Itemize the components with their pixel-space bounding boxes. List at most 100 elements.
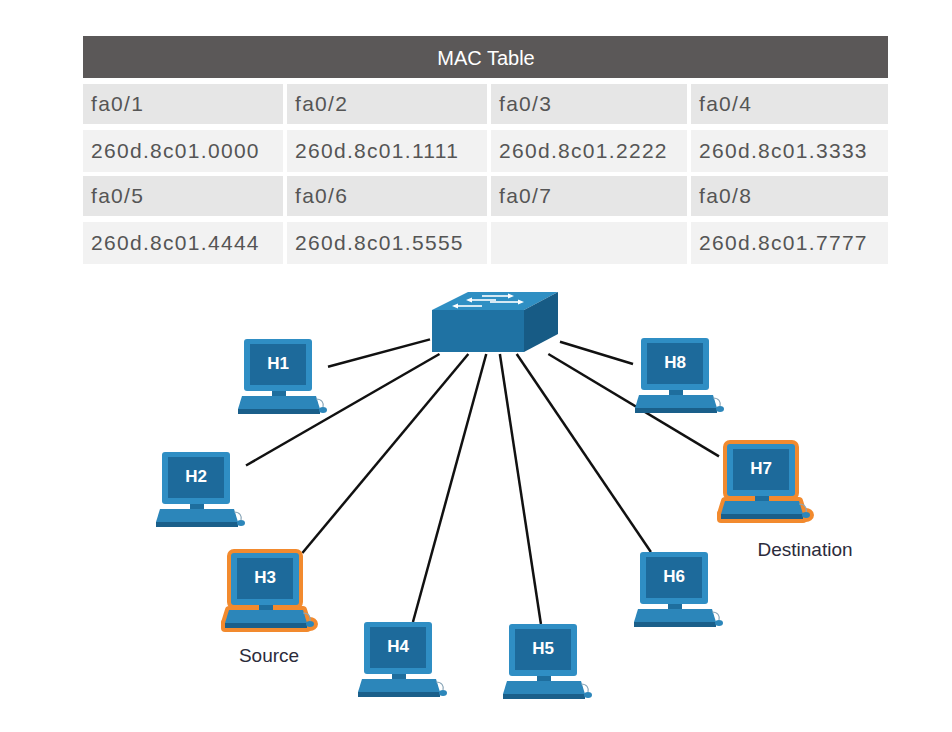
computer-symbol	[236, 339, 328, 419]
highlight-outline	[727, 444, 795, 496]
switch-arrow	[482, 295, 510, 297]
computer-screen	[733, 449, 789, 490]
computer-part	[156, 509, 238, 522]
computer-part	[584, 692, 592, 698]
highlight-outline	[721, 501, 803, 514]
computer-symbol	[719, 444, 811, 524]
table-cell	[691, 176, 888, 216]
computer-part	[641, 338, 709, 390]
computer-screen	[646, 557, 702, 598]
computer-part	[156, 522, 238, 527]
highlight-outline	[225, 610, 307, 623]
table-cell	[691, 84, 888, 124]
table-header	[83, 36, 888, 78]
table-cell-text: fa0/6	[295, 184, 348, 208]
computer-part	[503, 694, 585, 699]
table-cell-text: 260d.8c01.2222	[499, 139, 668, 163]
computer-part	[238, 409, 320, 414]
host-label: H5	[532, 639, 554, 659]
table-cell-text: fa0/3	[499, 92, 552, 116]
network-cable	[413, 354, 486, 622]
computer-screen	[250, 344, 306, 385]
computer-symbol	[154, 452, 246, 532]
switch-arrow	[490, 301, 520, 303]
computer-part	[635, 408, 717, 413]
switch-side	[524, 292, 558, 352]
mouse-cable	[799, 504, 806, 512]
computer-symbol	[632, 552, 724, 632]
computer-part	[231, 553, 299, 605]
switch-symbol	[430, 290, 560, 354]
computer-part	[319, 407, 327, 413]
computer-part	[238, 396, 320, 409]
computer-node: H8	[633, 338, 725, 418]
computer-node: H6	[632, 552, 724, 632]
computer-screen	[370, 627, 426, 668]
computer-node: H4	[356, 622, 448, 702]
mouse-cable	[234, 512, 241, 520]
table-cell-text: 260d.8c01.0000	[91, 139, 260, 163]
table-cell-text: fa0/4	[699, 92, 752, 116]
switch-arrow-head	[452, 304, 458, 309]
network-cable	[560, 342, 633, 364]
host-label: H4	[387, 637, 409, 657]
computer-part	[634, 609, 716, 622]
network-cable	[500, 354, 541, 624]
computer-part	[640, 552, 708, 604]
highlight-outline	[306, 621, 314, 627]
table-cell-text: 260d.8c01.3333	[699, 139, 868, 163]
computer-part	[439, 690, 447, 696]
computer-part	[244, 339, 312, 391]
table-cell	[491, 130, 687, 172]
table-cell-text: fa0/5	[91, 184, 144, 208]
mouse-cable	[712, 612, 719, 620]
table-cell	[491, 84, 687, 124]
table-cell-text: 260d.8c01.7777	[699, 231, 868, 255]
computer-part	[162, 452, 230, 504]
table-cell	[83, 176, 283, 216]
computer-part	[237, 520, 245, 526]
computer-part	[802, 512, 810, 518]
computer-part	[715, 620, 723, 626]
table-cell-text: fa0/8	[699, 184, 752, 208]
mouse-cable	[303, 613, 310, 621]
table-cell-text: fa0/2	[295, 92, 348, 116]
network-cable	[302, 354, 468, 553]
table-cell	[83, 130, 283, 172]
switch-node	[430, 290, 560, 354]
computer-symbol	[356, 622, 448, 702]
computer-screen	[168, 457, 224, 498]
host-label: H6	[663, 567, 685, 587]
table-cell-text: fa0/7	[499, 184, 552, 208]
mouse-cable	[581, 684, 588, 692]
table-cell	[691, 130, 888, 172]
computer-symbol	[633, 338, 725, 418]
computer-part	[364, 622, 432, 674]
table-cell	[491, 222, 687, 264]
computer-node: H2	[154, 452, 246, 532]
computer-part	[634, 622, 716, 627]
mouse-cable	[316, 399, 323, 407]
computer-screen	[237, 558, 293, 599]
table-cell	[287, 130, 487, 172]
computer-node: H3Source	[223, 553, 315, 633]
table-cell	[287, 84, 487, 124]
host-label: H2	[185, 467, 207, 487]
table-cell-text: 260d.8c01.4444	[91, 231, 260, 255]
table-cell	[83, 84, 283, 124]
highlight-outline	[225, 623, 307, 628]
mouse-cable	[436, 682, 443, 690]
network-cable	[328, 339, 430, 366]
computer-part	[509, 624, 577, 676]
computer-part	[306, 621, 314, 627]
switch-arrow-head	[518, 300, 524, 305]
table-cell	[491, 176, 687, 216]
computer-part	[225, 623, 307, 628]
role-label: Source	[239, 645, 299, 667]
switch-arrow	[456, 305, 482, 307]
computer-node: H1	[236, 339, 328, 419]
network-cable	[517, 354, 651, 552]
